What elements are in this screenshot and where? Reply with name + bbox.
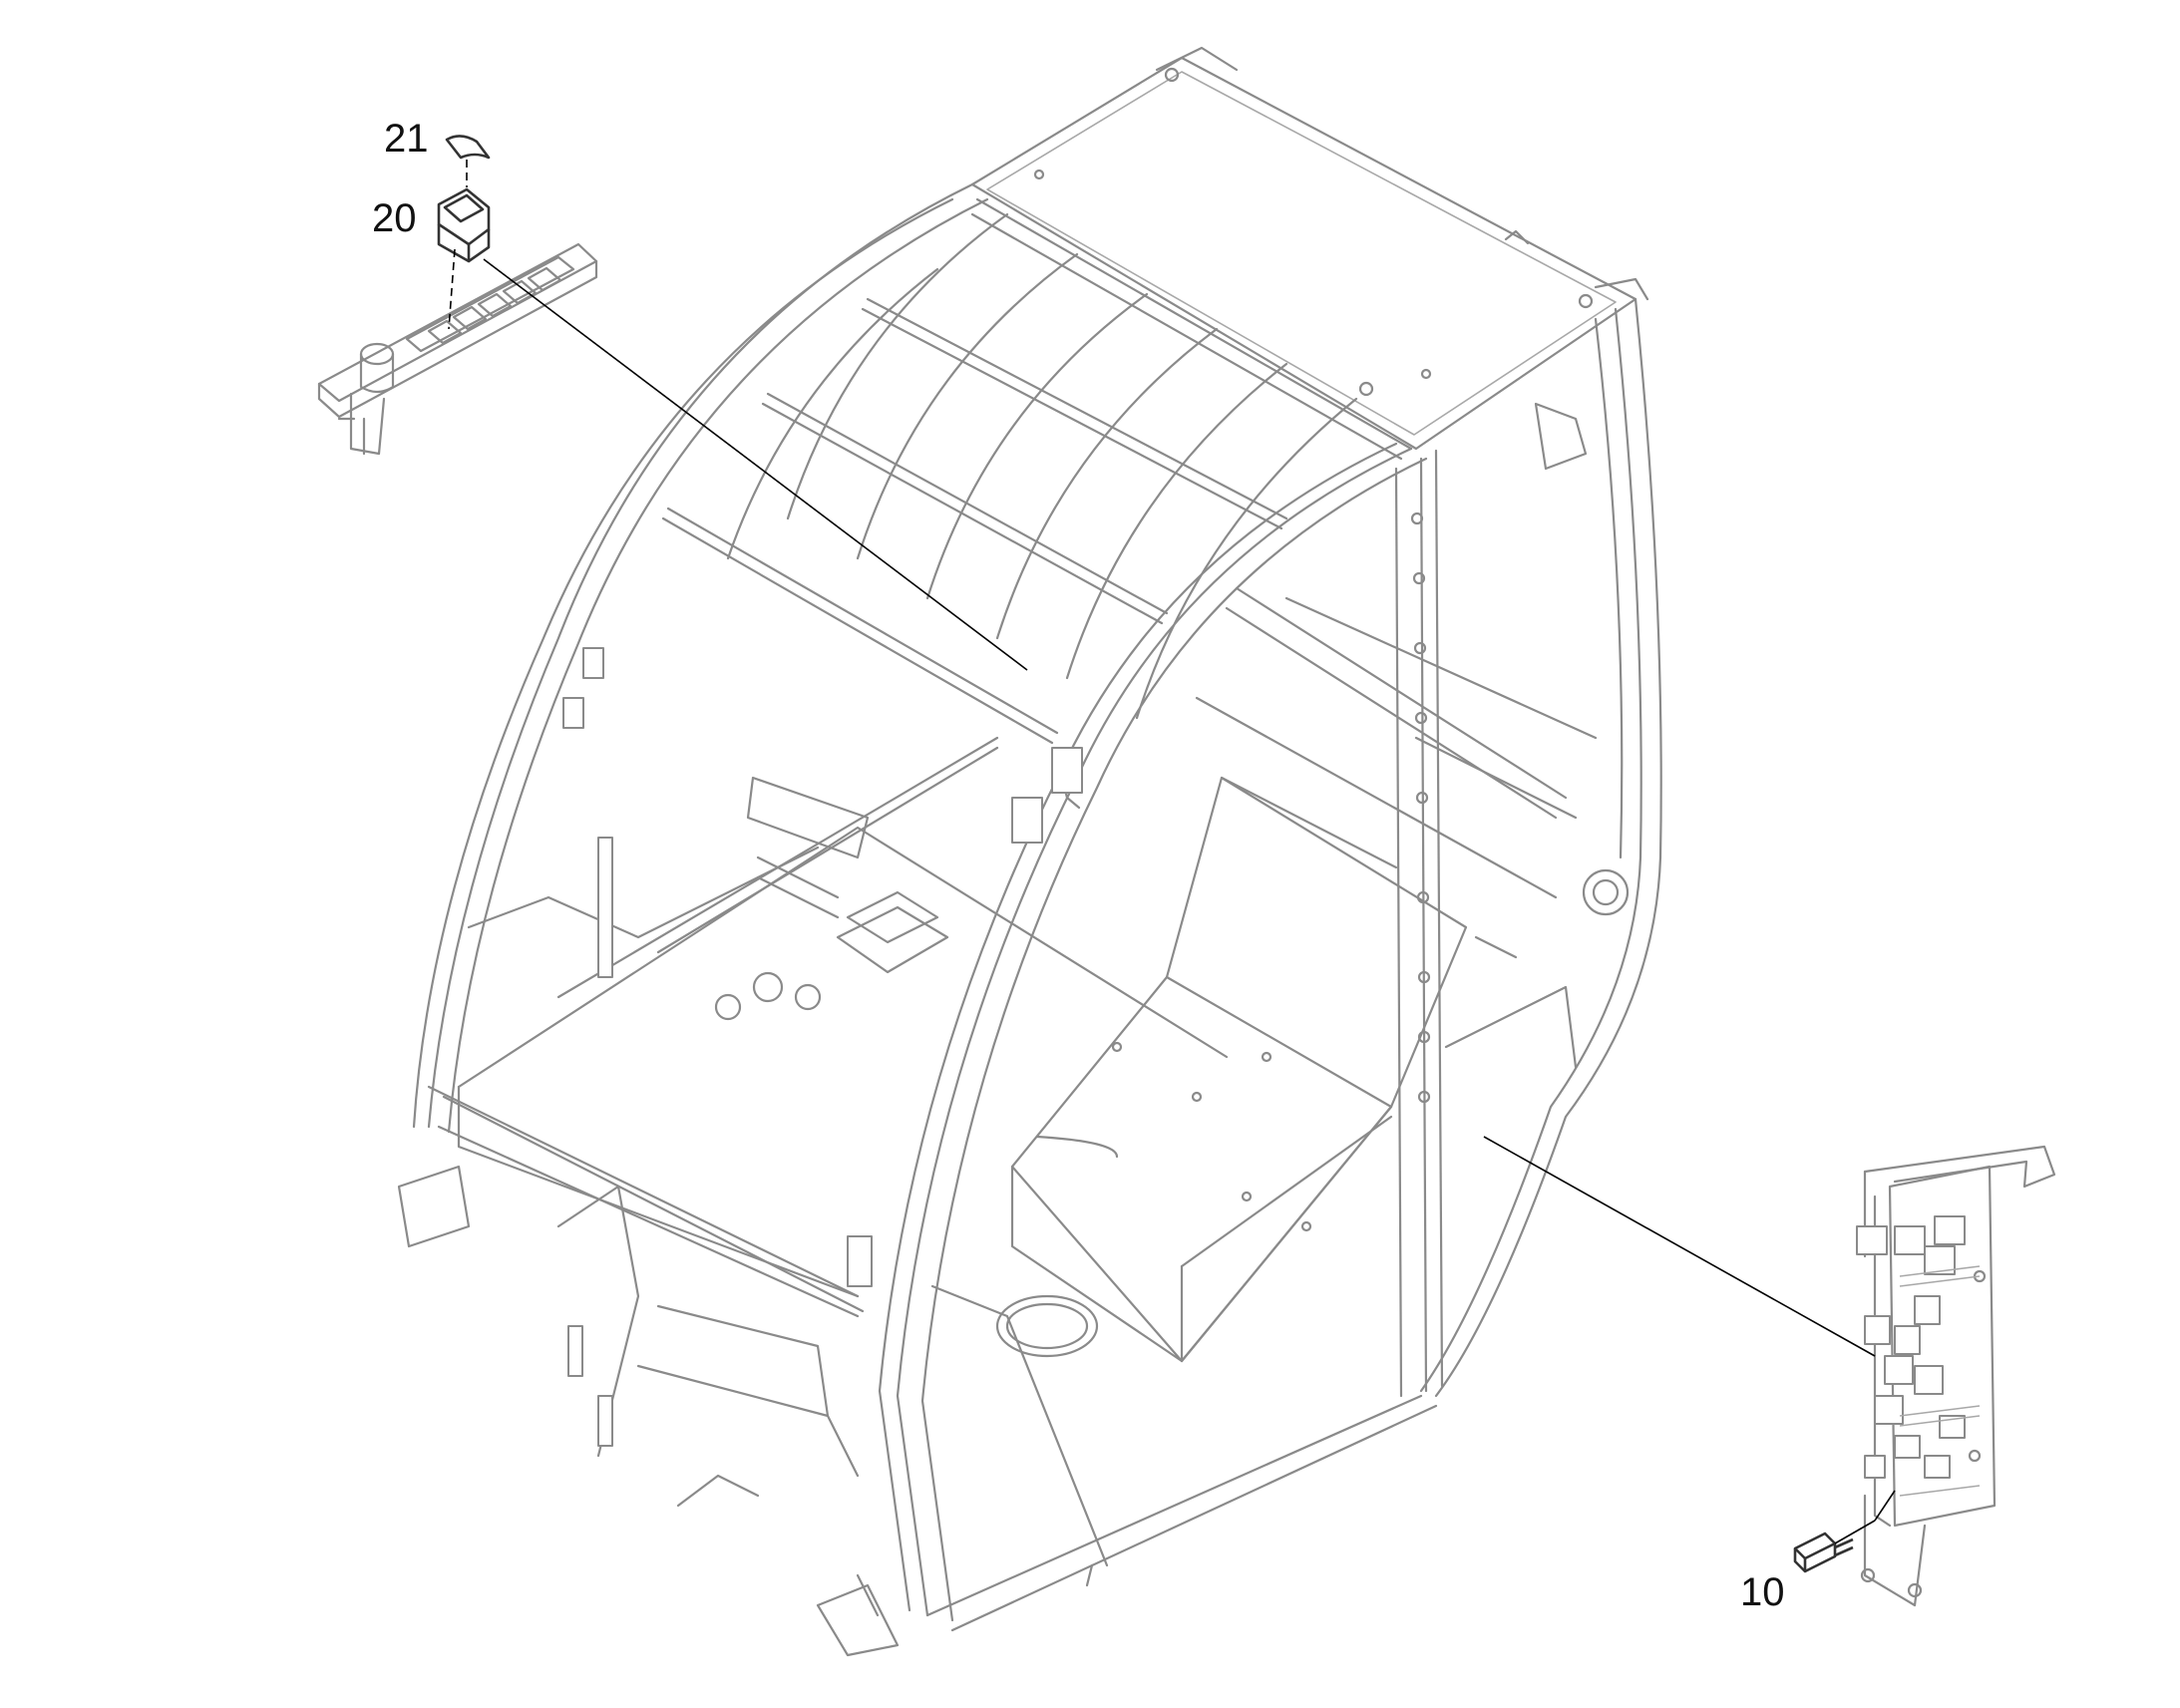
rear-wall (1195, 586, 1598, 1069)
front-lower-frame (397, 1085, 900, 1657)
fuse-relay-board (1856, 1145, 2056, 1607)
left-front-pillar (412, 182, 989, 1134)
right-front-pillar (847, 442, 1428, 1622)
roof-panel (970, 46, 1649, 451)
cap-part-21 (445, 135, 491, 160)
switch-panel-assembly (317, 242, 598, 456)
front-console (457, 736, 1229, 1298)
callout-21: 21 (384, 117, 429, 161)
rear-right-pillar (1419, 297, 1662, 1398)
seat-base-box (1010, 776, 1468, 1363)
leader-lines (448, 160, 1896, 1544)
switch-part-20 (437, 187, 491, 263)
cab-frame (397, 46, 1662, 1657)
cab-floor (925, 1135, 1438, 1632)
windshield-guard-grille (661, 197, 1413, 745)
right-door-post (1394, 449, 1444, 1398)
fuse-part-10 (1793, 1532, 1854, 1573)
callout-10: 10 (1740, 1570, 1785, 1614)
callout-20: 20 (372, 196, 417, 240)
